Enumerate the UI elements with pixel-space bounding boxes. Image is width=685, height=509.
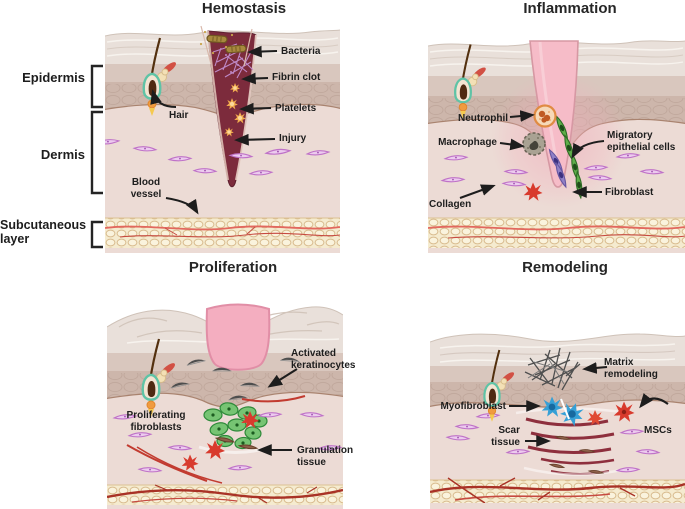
matrix-mesh-icon <box>524 347 581 391</box>
hemostasis-illustration <box>105 25 340 253</box>
bacteria-icon <box>199 25 253 67</box>
blood-vessel-lines <box>430 482 685 494</box>
blood-vessel-lines <box>105 225 340 231</box>
label-macrophage: Macrophage <box>438 137 497 148</box>
panel-title-hemostasis: Hemostasis <box>201 0 287 17</box>
scab-icon <box>205 303 271 371</box>
remodeling-illustration <box>430 333 685 509</box>
label-neutrophil: Neutrophil <box>458 113 508 124</box>
label-platelets: Platelets <box>275 103 317 114</box>
layer-label-dermis: Dermis <box>40 147 85 162</box>
label-proliferating-fibroblasts: Proliferating fibroblasts <box>126 410 186 433</box>
label-collagen: Collagen <box>429 199 472 210</box>
inflammation-illustration <box>428 40 685 253</box>
label-injury: Injury <box>279 133 307 144</box>
layer-label-subcutaneous: Subcutaneous layer <box>0 218 87 246</box>
label-mscs: MSCs <box>644 425 672 436</box>
label-activated-keratinocytes: Activated keratinocytes <box>291 348 356 371</box>
label-fibrin-clot: Fibrin clot <box>272 72 321 83</box>
panel-title-proliferation: Proliferation <box>188 259 278 276</box>
layer-label-epidermis: Epidermis <box>22 70 85 85</box>
macrophage-icon <box>522 132 546 156</box>
label-fibroblast: Fibroblast <box>605 187 654 198</box>
label-blood-vessel: Blood vessel <box>130 177 162 200</box>
myofibroblast-cells <box>541 396 587 429</box>
fat-layer <box>428 217 685 248</box>
panel-title-inflammation: Inflammation <box>523 0 617 17</box>
label-myofibroblast: Myofibroblast <box>440 401 506 412</box>
dermis-vessels <box>126 395 306 484</box>
layer-brackets <box>90 64 103 249</box>
label-hair: Hair <box>169 110 189 121</box>
fat-layer <box>430 477 685 504</box>
label-granulation-tissue: Granulation tissue <box>297 445 354 468</box>
proliferation-illustration <box>107 303 343 509</box>
msc-cells <box>587 401 635 426</box>
label-bacteria: Bacteria <box>281 46 321 57</box>
blood-vessel-lines <box>107 488 343 499</box>
panel-title-remodeling: Remodeling <box>522 259 608 276</box>
label-matrix-remodeling: Matrix remodeling <box>604 357 658 380</box>
fat-layer <box>105 217 340 248</box>
neutrophil-icon <box>533 104 557 128</box>
label-migratory-epithelial-cells: Migratory epithelial cells <box>607 130 676 153</box>
fat-layer <box>107 484 343 505</box>
label-scar-tissue: Scar tissue <box>491 425 520 448</box>
